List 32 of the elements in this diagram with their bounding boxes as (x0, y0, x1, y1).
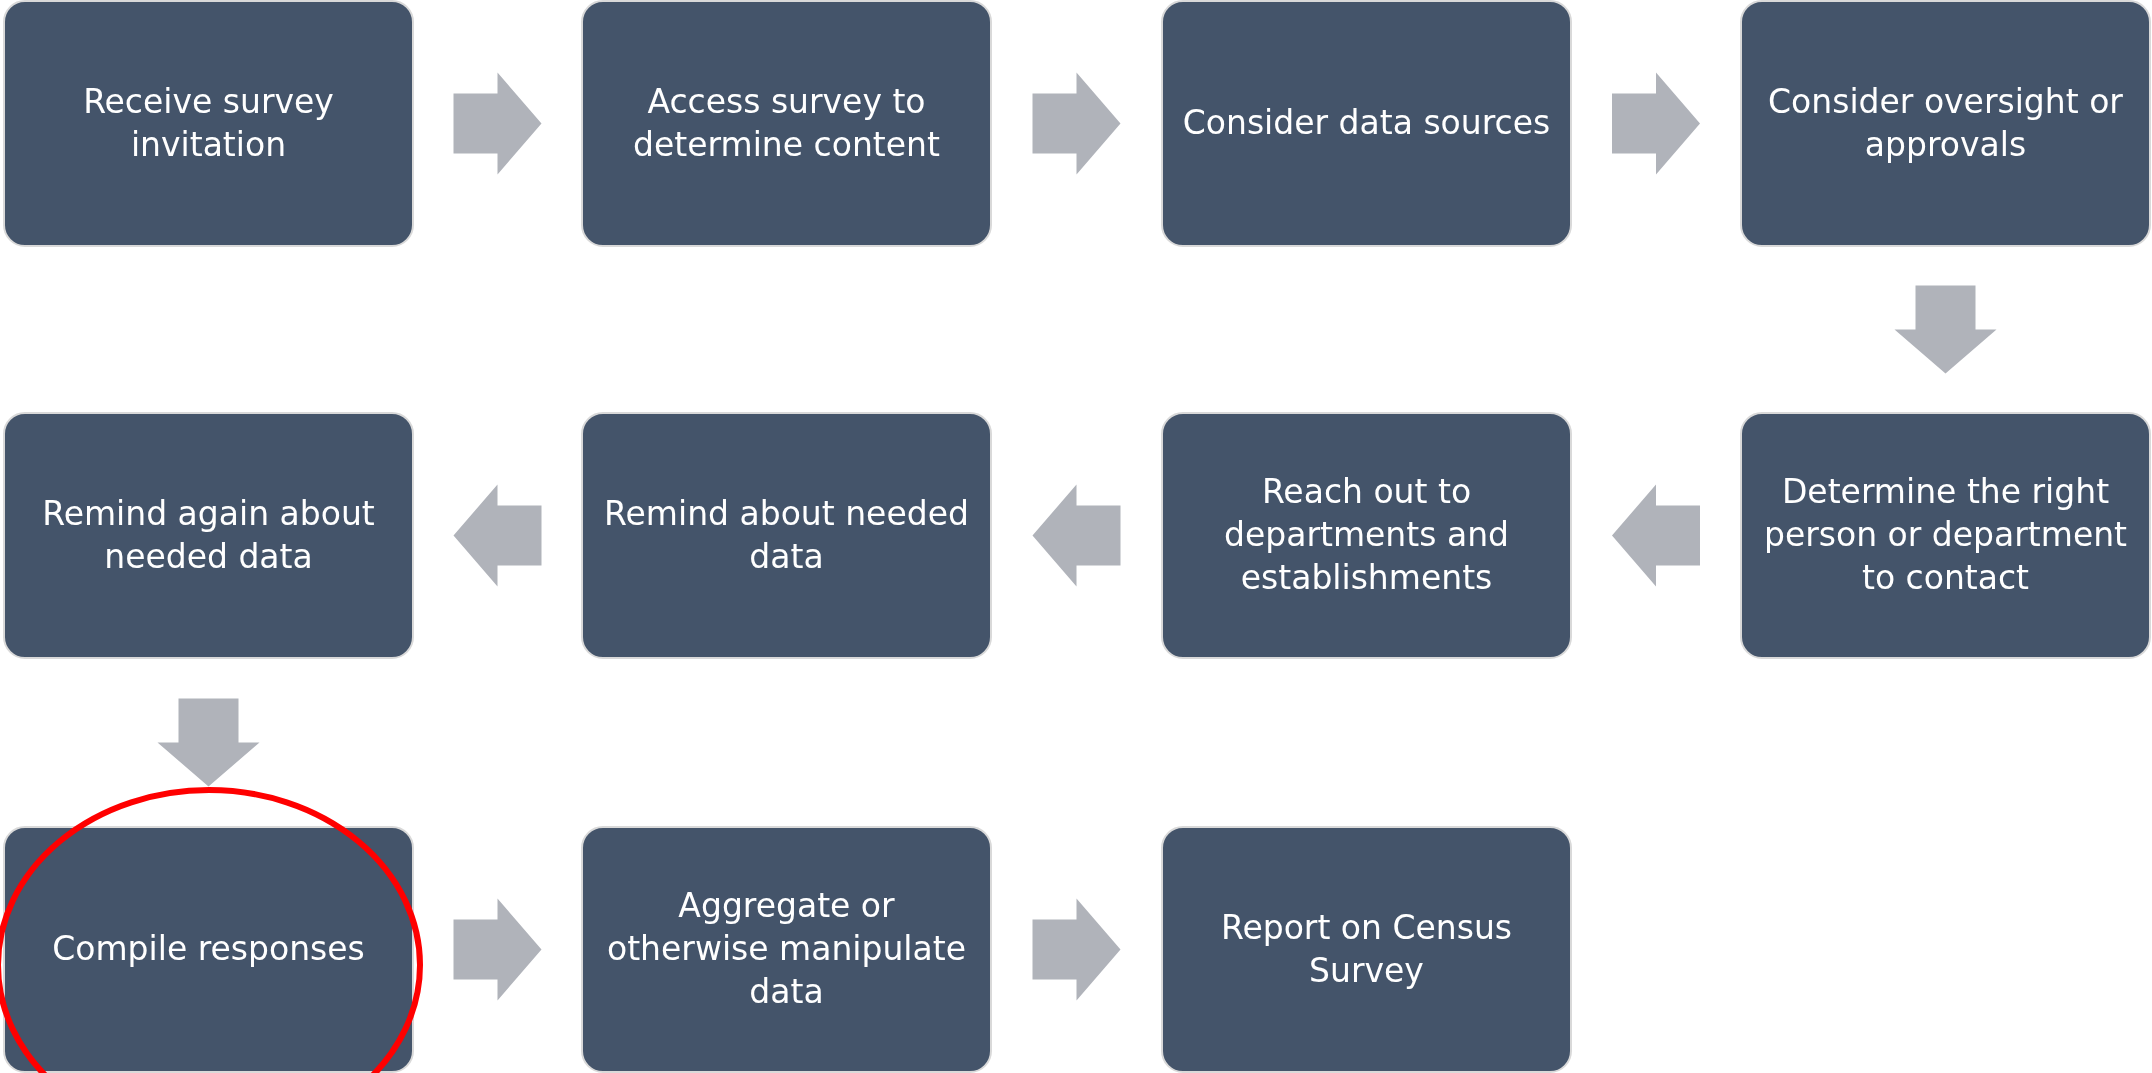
process-box (581, 412, 992, 659)
step-text: Consider oversight or approvals (1767, 80, 2124, 166)
block-arrow (1032, 898, 1121, 1001)
process-box (1161, 826, 1572, 1073)
block-arrow (1612, 484, 1700, 587)
step-text: Determine the right person or department to contact (1762, 471, 2129, 599)
block-arrow (1894, 285, 1997, 374)
process-box (1740, 412, 2151, 659)
process-box (581, 826, 992, 1073)
process-box (3, 0, 414, 247)
process-box (1740, 0, 2151, 247)
block-arrow (157, 698, 260, 787)
process-box (1161, 0, 1572, 247)
block-arrow (1032, 484, 1121, 587)
process-box (581, 0, 992, 247)
block-arrow (1032, 72, 1121, 175)
step-text: Consider data sources (1182, 102, 1551, 145)
step-text: Remind again about needed data (41, 492, 376, 578)
block-arrow (1612, 72, 1700, 175)
step-text: Aggregate or otherwise manipulate data (606, 885, 967, 1013)
process-box (1161, 412, 1572, 659)
process-box (3, 826, 414, 1073)
block-arrow (453, 484, 542, 587)
process-box (3, 412, 414, 659)
step-text: Access survey to determine content (632, 80, 941, 166)
step-text: Receive survey invitation (82, 80, 335, 166)
step-text: Remind about needed data (603, 492, 970, 578)
step-text: Compile responses (52, 928, 365, 971)
block-arrow (453, 898, 542, 1001)
step-text: Reach out to departments and establishments (1223, 471, 1510, 599)
block-arrow (453, 72, 542, 175)
step-text: Report on Census Survey (1219, 906, 1513, 992)
